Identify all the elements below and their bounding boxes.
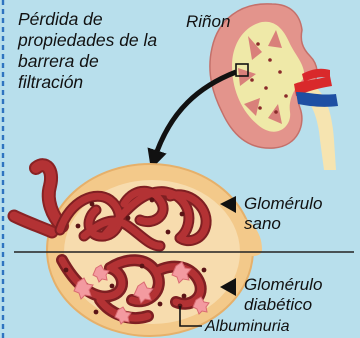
barrier-title: Pérdida de propiedades de la barrera de … <box>18 9 168 93</box>
renal-vein <box>296 92 338 107</box>
glomerulus <box>14 164 262 336</box>
albuminuria-label: Albuminuria <box>205 318 289 336</box>
kidney-label: Riñon <box>186 12 230 32</box>
healthy-glomerulus-label: Glomérulo sano <box>244 194 354 234</box>
diabetic-glomerulus-label: Glomérulo diabético <box>244 275 354 315</box>
